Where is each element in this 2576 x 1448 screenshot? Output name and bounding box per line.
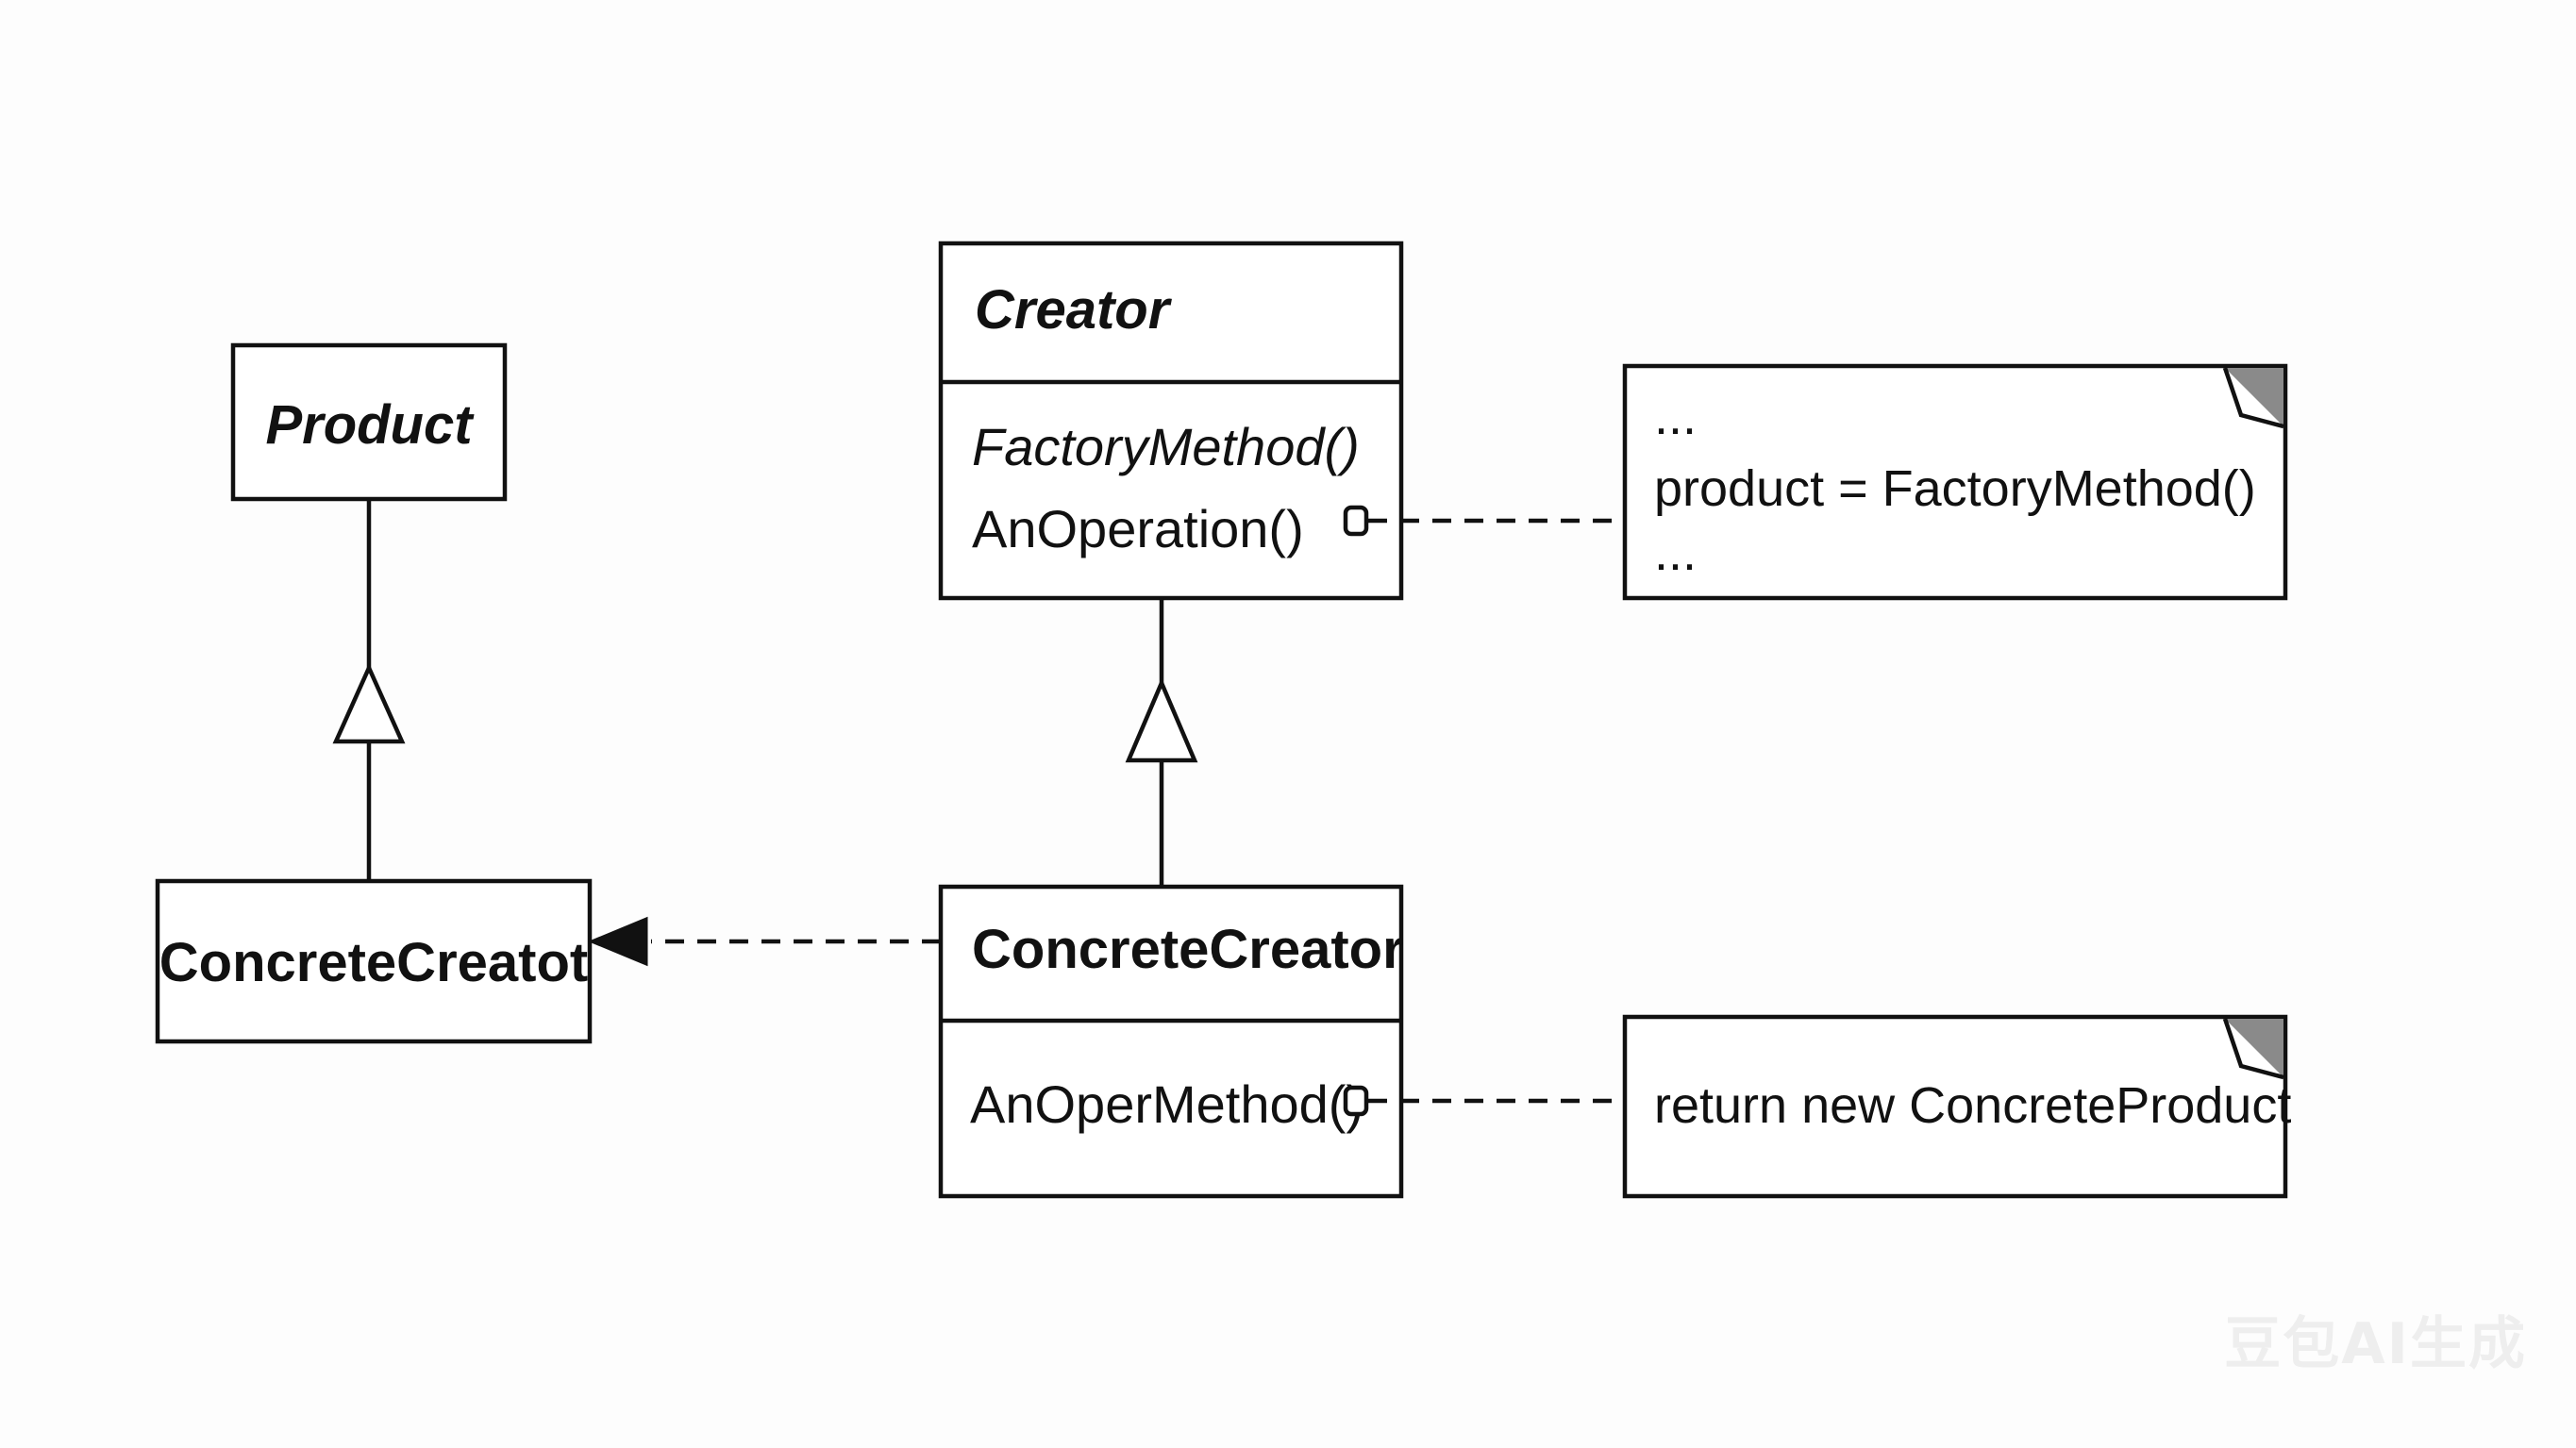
creator-class: Creator FactoryMethod() AnOperation()	[938, 241, 1404, 601]
concrete-creator-note-link	[1343, 1085, 1625, 1117]
product-class: Product	[230, 342, 508, 502]
create-dependency-arrow	[588, 916, 941, 967]
product-inheritance-arrow	[332, 499, 406, 881]
creator-note-line-3: ...	[1654, 524, 1697, 581]
creator-class-name: Creator	[975, 279, 1173, 341]
concrete-creator-class-name: ConcreteCreator	[972, 919, 1404, 980]
creator-note: ... product = FactoryMethod() ...	[1622, 363, 2288, 601]
concrete-product-class-name: ConcreteCreatot	[159, 932, 588, 993]
watermark-label: 豆包AI生成	[2224, 1311, 2527, 1377]
concrete-creator-op-an-oper-method: AnOperMethod()	[970, 1074, 1363, 1134]
creator-inheritance-arrow	[1125, 598, 1198, 887]
concrete-creator-note: return new ConcreteProduct	[1622, 1014, 2291, 1199]
concrete-creator-note-line-1: return new ConcreteProduct	[1654, 1077, 2291, 1134]
creator-note-line-1: ...	[1654, 389, 1697, 445]
creator-note-link	[1343, 505, 1625, 537]
creator-note-line-2: product = FactoryMethod()	[1654, 460, 2256, 517]
creator-op-factory-method: FactoryMethod()	[972, 417, 1360, 476]
creator-op-an-operation: AnOperation()	[972, 499, 1304, 558]
product-class-name: Product	[265, 394, 475, 456]
concrete-creator-class: ConcreteCreator AnOperMethod()	[938, 884, 1404, 1199]
concrete-product-class: ConcreteCreatot	[155, 878, 593, 1044]
